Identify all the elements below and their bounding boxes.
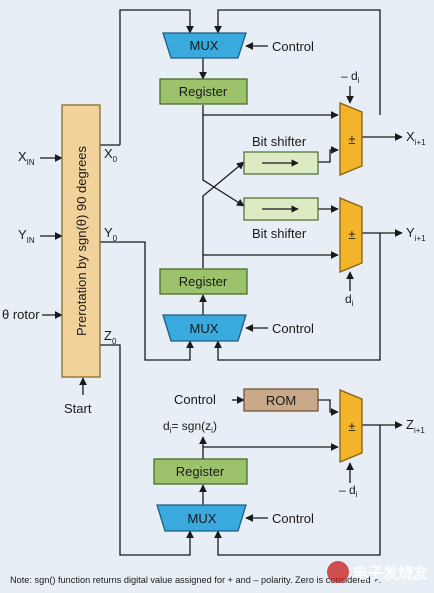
control-label-rom: Control [174, 392, 216, 407]
mux-z-label: MUX [188, 511, 217, 526]
shifter-bottom-label: Bit shifter [252, 226, 307, 241]
y-out-label: Yi+1 [406, 225, 426, 243]
neg-di-bottom: – di [339, 483, 358, 499]
watermark-logo-icon [326, 561, 349, 583]
theta-rotor-label: θ rotor [2, 307, 40, 322]
z0-label: Z0 [104, 328, 117, 346]
control-label-x: Control [272, 39, 314, 54]
x-in-label: XIN [18, 149, 35, 167]
shifter-top-label: Bit shifter [252, 134, 307, 149]
watermark-text: 电子发烧友 [352, 563, 428, 582]
mux-z [156, 504, 247, 532]
register-y-label: Register [179, 274, 228, 289]
prerotation-block [61, 104, 101, 378]
rom-label: ROM [266, 393, 296, 408]
rom-block [243, 388, 319, 412]
mux-y-label: MUX [190, 321, 219, 336]
adder-z [339, 389, 363, 463]
mux-x-label: MUX [190, 38, 219, 53]
register-x [159, 78, 248, 105]
control-label-y: Control [272, 321, 314, 336]
watermark: 电子发烧友 [326, 561, 428, 583]
footnote: Note: sgn() function returns digital val… [10, 575, 382, 585]
start-label: Start [64, 401, 92, 416]
y-in-label: YIN [18, 227, 35, 245]
adder-y-symbol: ± [348, 227, 355, 242]
x0-label: X0 [104, 146, 118, 164]
z-out-label: Zi+1 [406, 417, 425, 435]
register-x-label: Register [179, 84, 228, 99]
wires [40, 9, 403, 556]
x-out-label: Xi+1 [406, 129, 426, 147]
control-label-z: Control [272, 511, 314, 526]
di-sgn-label: di= sgn(zi) [163, 419, 217, 435]
register-y [159, 268, 248, 295]
register-z-label: Register [176, 464, 225, 479]
di-y: di [345, 292, 354, 308]
neg-di-top: – di [341, 69, 360, 85]
mux-y [162, 314, 247, 342]
prerotation-label: Prerotation by sgn(θ) 90 degrees [74, 145, 89, 336]
mux-x [162, 32, 247, 59]
register-z [153, 458, 248, 485]
adder-x [339, 102, 363, 176]
adder-x-symbol: ± [348, 132, 355, 147]
adder-y [339, 197, 363, 273]
adder-z-symbol: ± [348, 419, 355, 434]
y0-label: Y0 [104, 225, 118, 243]
